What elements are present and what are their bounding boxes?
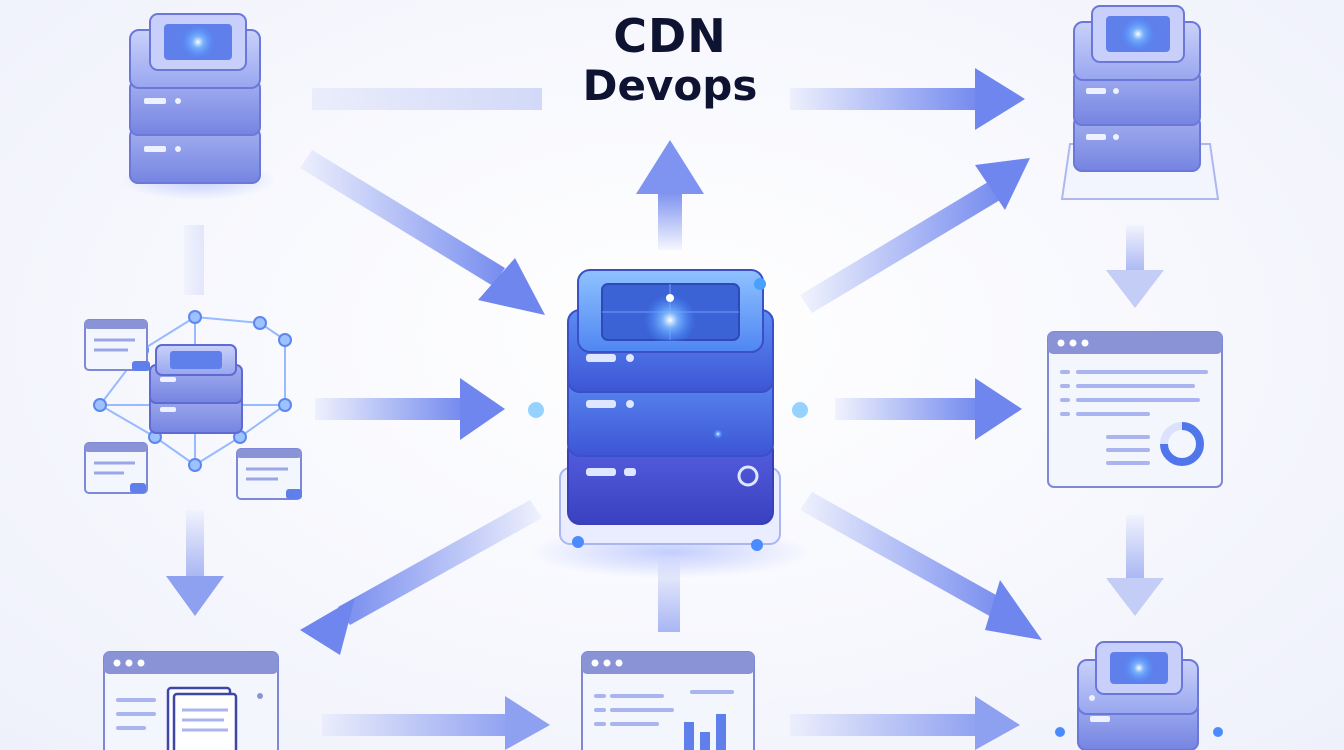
network-graph-icon xyxy=(84,310,302,500)
arrow-center-to-document xyxy=(300,500,542,655)
arrow-title-to-top-right xyxy=(790,68,1025,130)
arrow-chart-to-bottom-right xyxy=(790,696,1020,750)
arrows-layer xyxy=(166,68,1164,750)
arrow-dashboard-to-bottom-right xyxy=(1106,515,1164,616)
server-stack-icon-top-right xyxy=(1060,5,1220,200)
chart-window-icon xyxy=(581,651,755,750)
flow-bar-top-left xyxy=(312,88,542,110)
document-window-icon xyxy=(103,651,279,750)
arrow-center-to-title xyxy=(636,140,704,250)
server-stack-icon xyxy=(120,13,276,200)
title-line-devops: Devops xyxy=(582,61,758,110)
diagram-title: CDN Devops xyxy=(520,10,820,110)
title-line-cdn: CDN xyxy=(613,9,727,63)
arrow-document-to-chart xyxy=(322,696,550,750)
arrow-network-to-document xyxy=(166,510,224,616)
dashboard-window-icon xyxy=(1047,331,1223,488)
flow-bar-center-down xyxy=(658,560,680,632)
arrow-network-to-center xyxy=(315,378,505,440)
server-stack-icon-bottom-right xyxy=(1077,641,1199,750)
glow-dots xyxy=(528,278,1223,737)
arrow-top-left-to-center xyxy=(300,150,545,315)
arrow-top-right-to-dashboard xyxy=(1106,225,1164,308)
arrow-center-to-dashboard xyxy=(835,378,1022,440)
arrow-center-to-bottom-right xyxy=(800,492,1042,640)
arrow-center-to-top-right xyxy=(800,158,1030,313)
flow-bar-left-upper xyxy=(184,225,204,295)
central-server-icon xyxy=(530,269,810,578)
